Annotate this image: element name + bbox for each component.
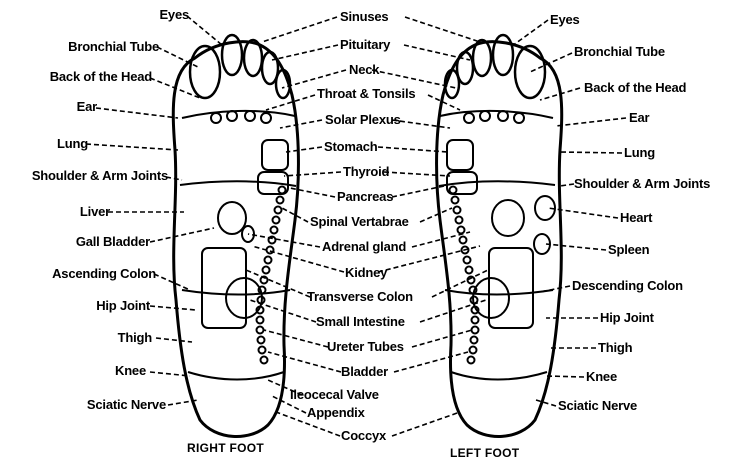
center-label-throat-tonsils: Throat & Tonsils (317, 87, 415, 101)
left-foot-outline (437, 42, 562, 437)
center-label-adrenal-gland: Adrenal gland (322, 240, 406, 254)
center-label-spinal-vertabrae: Spinal Vertabrae (310, 215, 409, 229)
left-label-hip-joint: Hip Joint (600, 311, 654, 325)
right-foot-toes (190, 35, 290, 98)
left-foot-toes (445, 35, 545, 98)
right-label-ear: Ear (77, 100, 97, 114)
right-label-gall-bladder: Gall Bladder (76, 235, 150, 249)
center-label-pancreas: Pancreas (337, 190, 393, 204)
center-label-stomach: Stomach (324, 140, 378, 154)
center-label-coccyx: Coccyx (341, 429, 386, 443)
center-label-kidney: Kidney (345, 266, 387, 280)
left-label-spleen: Spleen (608, 243, 649, 257)
center-label-appendix: Appendix (307, 406, 365, 420)
right-label-eyes: Eyes (159, 8, 189, 22)
center-label-neck: Neck (349, 63, 379, 77)
left-label-back-of-the-head: Back of the Head (584, 81, 686, 95)
right-label-thigh: Thigh (118, 331, 152, 345)
center-label-sinuses: Sinuses (340, 10, 388, 24)
center-label-small-intestine: Small Intestine (316, 315, 405, 329)
left-foot-zones (439, 111, 555, 380)
right-label-shoulder-arm-joints: Shoulder & Arm Joints (32, 169, 168, 183)
left-label-heart: Heart (620, 211, 652, 225)
center-label-ureter-tubes: Ureter Tubes (327, 340, 404, 354)
right-label-liver: Liver (80, 205, 110, 219)
left-label-bronchial-tube: Bronchial Tube (574, 45, 665, 59)
left-label-knee: Knee (586, 370, 617, 384)
center-label-ileocecal-valve: Ileocecal Valve (290, 388, 379, 402)
left-label-eyes: Eyes (550, 13, 580, 27)
right-label-hip-joint: Hip Joint (96, 299, 150, 313)
center-label-transverse-colon: Transverse Colon (307, 290, 413, 304)
right-foot-spine (257, 187, 286, 364)
left-label-shoulder-arm-joints: Shoulder & Arm Joints (574, 177, 710, 191)
right-label-bronchial-tube: Bronchial Tube (68, 40, 159, 54)
center-label-solar-plexus: Solar Plexus (325, 113, 401, 127)
right-label-sciatic-nerve: Sciatic Nerve (87, 398, 166, 412)
center-label-bladder: Bladder (341, 365, 388, 379)
right-label-lung: Lung (57, 137, 88, 151)
left-label-thigh: Thigh (598, 341, 632, 355)
left-label-ear: Ear (629, 111, 649, 125)
left-label-descending-colon: Descending Colon (572, 279, 683, 293)
left-label-sciatic-nerve: Sciatic Nerve (558, 399, 637, 413)
left-label-lung: Lung (624, 146, 655, 160)
left-foot-title: LEFT FOOT (450, 446, 519, 460)
right-label-ascending-colon: Ascending Colon (52, 267, 156, 281)
center-label-pituitary: Pituitary (340, 38, 390, 52)
left-foot-spine (450, 187, 479, 364)
right-foot-zones (180, 111, 296, 380)
right-label-knee: Knee (115, 364, 146, 378)
center-label-thyroid: Thyroid (343, 165, 389, 179)
right-foot-title: RIGHT FOOT (187, 441, 264, 455)
right-label-back-of-the-head: Back of the Head (50, 70, 152, 84)
